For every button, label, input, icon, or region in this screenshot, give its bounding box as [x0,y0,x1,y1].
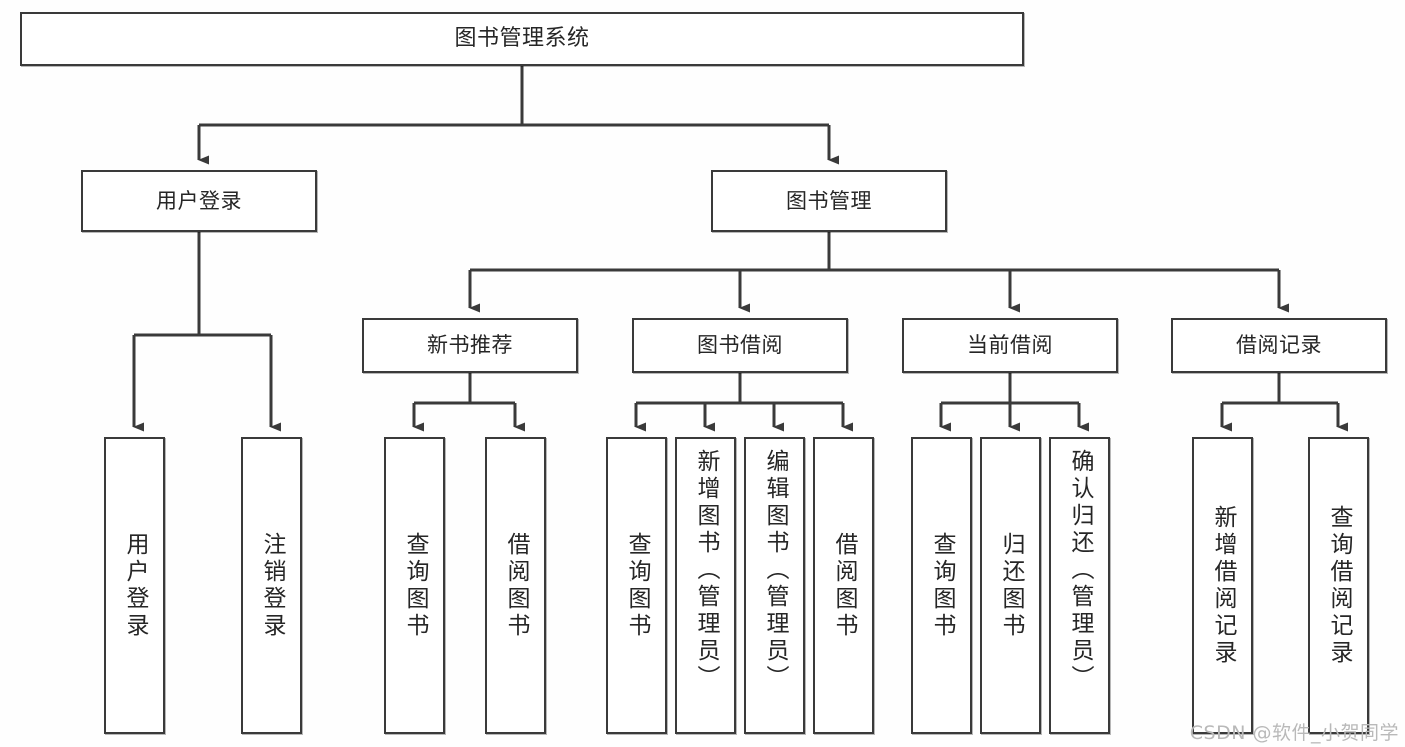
node-leaf-edit-book-label: 编辑图书（管理员） [762,449,788,692]
csdn-watermark: CSDN @软件_小贺同学 [1189,722,1399,744]
node-leaf-borrow-book-2-label: 借阅图书 [831,531,857,640]
node-current-borrow[interactable]: 当前借阅 [902,318,1118,373]
node-borrow-record[interactable]: 借阅记录 [1171,318,1387,373]
node-leaf-borrow-book-1[interactable]: 借阅图书 [485,437,546,734]
node-leaf-add-record-label: 新增借阅记录 [1210,504,1236,667]
node-leaf-add-record[interactable]: 新增借阅记录 [1192,437,1253,734]
node-leaf-query-book-2[interactable]: 查询图书 [606,437,667,734]
node-leaf-borrow-book-1-label: 借阅图书 [503,531,529,640]
node-book-management[interactable]: 图书管理 [711,170,947,232]
node-leaf-query-book-1-label: 查询图书 [402,531,428,640]
node-leaf-edit-book[interactable]: 编辑图书（管理员） [744,437,805,734]
node-leaf-query-book-3[interactable]: 查询图书 [911,437,972,734]
node-leaf-borrow-book-2[interactable]: 借阅图书 [813,437,874,734]
node-leaf-query-record-label: 查询借阅记录 [1326,504,1352,667]
node-leaf-query-book-3-label: 查询图书 [929,531,955,640]
node-leaf-query-book-2-label: 查询图书 [624,531,650,640]
node-borrow-record-label: 借阅记录 [1236,333,1322,358]
node-leaf-add-book[interactable]: 新增图书（管理员） [675,437,736,734]
node-new-book-recommend[interactable]: 新书推荐 [362,318,578,373]
node-leaf-return-book-label: 归还图书 [998,531,1024,640]
node-leaf-logout-login[interactable]: 注销登录 [241,437,302,734]
node-leaf-confirm-return[interactable]: 确认归还（管理员） [1049,437,1110,734]
node-book-borrow-label: 图书借阅 [697,333,783,358]
node-leaf-add-book-label: 新增图书（管理员） [693,449,719,692]
node-leaf-user-login[interactable]: 用户登录 [104,437,165,734]
node-leaf-return-book[interactable]: 归还图书 [980,437,1041,734]
node-leaf-user-login-label: 用户登录 [122,531,148,640]
node-user-login-label: 用户登录 [156,188,242,213]
node-user-login[interactable]: 用户登录 [81,170,317,232]
node-new-book-recommend-label: 新书推荐 [427,333,513,358]
node-leaf-query-book-1[interactable]: 查询图书 [384,437,445,734]
node-root-label: 图书管理系统 [454,26,590,52]
node-root[interactable]: 图书管理系统 [20,12,1024,66]
node-leaf-logout-login-label: 注销登录 [259,531,285,640]
node-book-management-label: 图书管理 [786,188,872,213]
node-leaf-confirm-return-label: 确认归还（管理员） [1067,449,1093,692]
node-book-borrow[interactable]: 图书借阅 [632,318,848,373]
node-leaf-query-record[interactable]: 查询借阅记录 [1308,437,1369,734]
node-current-borrow-label: 当前借阅 [967,333,1053,358]
